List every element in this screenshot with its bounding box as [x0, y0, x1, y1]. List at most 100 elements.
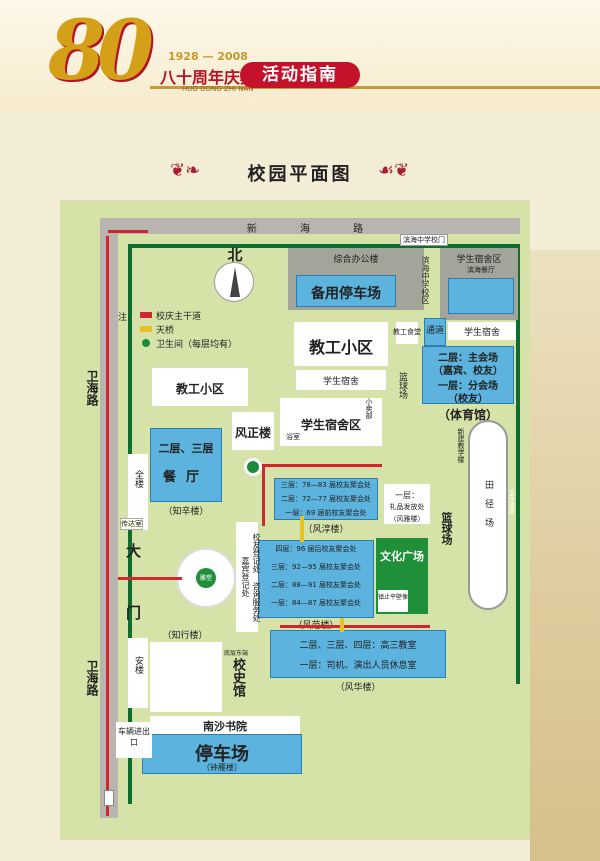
- student-dorm-area: [280, 398, 382, 446]
- middle-school-label: 滨海中学校区: [421, 256, 430, 304]
- wall-label: 镇止平壁像: [378, 594, 409, 601]
- canteen-floors-label: 二层、三层: [158, 442, 214, 455]
- fengzheng-label: 风正楼: [234, 426, 271, 440]
- pinyin-label: HUO DONG ZHI NAN: [182, 85, 254, 93]
- fengfan-building: [258, 540, 374, 618]
- sculpture-icon: [196, 568, 216, 588]
- fengzheng-building: [232, 412, 274, 450]
- binhai-canteen: [448, 278, 514, 314]
- backup-parking-label: 备用停车场: [311, 286, 381, 302]
- main-road-arrow-south: [280, 625, 430, 628]
- history-label: 校史馆: [230, 658, 245, 697]
- left-road-label-2: 卫海路: [85, 660, 99, 696]
- fenghua-label: （风华楼）: [335, 683, 381, 693]
- history-top-label: 底层东端: [224, 650, 249, 657]
- vehicle-icon: [104, 790, 114, 806]
- staff-canteen-label: 教工食堂: [393, 328, 421, 336]
- zhixing-building: [150, 642, 222, 712]
- track-field: [468, 420, 508, 610]
- main-road-arrow-gate: [118, 577, 182, 580]
- fenghua-floor-upper: 二层、三层、四层：高三教室: [299, 641, 417, 651]
- binhai-canteen-label: 滨海餐厅: [467, 266, 495, 274]
- fengchun-floor-1: 一层：69 届前校友聚会处: [285, 509, 367, 517]
- legend-overpass: 天桥: [156, 326, 175, 336]
- boundary-right: [516, 244, 520, 684]
- gym-building: [422, 346, 514, 404]
- new-building-label: 新建教学楼: [457, 428, 465, 463]
- canteen-label: 餐厅: [162, 470, 209, 485]
- vehicle-gate-block: [116, 722, 152, 758]
- gift-building: [384, 484, 430, 524]
- fengchun-building: [274, 478, 378, 520]
- backup-parking: [296, 275, 396, 307]
- parking-lot: [142, 734, 302, 774]
- student-dorm-area-label: 学生宿舍区: [300, 418, 361, 432]
- dorm-top-right-label: 学生宿舍区: [456, 255, 502, 265]
- fengchun-label: （风淳楼）: [303, 525, 349, 535]
- gym-sub-label: 一层：分会场: [438, 381, 498, 392]
- gym-main-sub-label: （嘉宾、校友）: [433, 366, 503, 377]
- years-label: 1928 — 2008: [168, 50, 248, 63]
- fengfan-floor-2: 二层：88—91 届校友聚会处: [270, 581, 362, 589]
- legend-prefix: 注:: [118, 313, 131, 323]
- main-road-arrow-top: [108, 230, 148, 233]
- staff-area-1: [294, 322, 388, 366]
- culture-square-label: 文化广场: [380, 550, 424, 563]
- ornament-left-icon: ❦❧: [170, 160, 201, 181]
- shower-label: 浴室: [286, 433, 300, 441]
- guide-badge: 活动指南: [240, 62, 360, 88]
- an-lou-block: [128, 638, 148, 708]
- student-dorm-right: [448, 322, 516, 340]
- nansha-label: 南沙书院: [203, 720, 247, 733]
- passage: [424, 318, 446, 346]
- fengchun-floor-2: 二层：72—77 届校友聚会处: [280, 495, 372, 503]
- main-road-arrow-north: [262, 466, 265, 526]
- left-road: [100, 218, 118, 818]
- top-road: [100, 218, 520, 234]
- student-dorm-right-label: 学生宿舍: [463, 328, 500, 338]
- ornament-right-icon: ☙❦: [378, 160, 410, 181]
- gym-main-label: 二层：主会场: [438, 353, 498, 364]
- overpass-2: [340, 618, 344, 632]
- main-road-arrow-east: [262, 464, 382, 467]
- staff-canteen: [396, 322, 418, 344]
- banner-divider: [150, 86, 600, 89]
- right-label: 室外通道: [507, 490, 514, 514]
- gift-label-1: 一层：: [395, 491, 419, 500]
- gym-sub-sub-label: （校友）: [448, 394, 488, 405]
- top-road-label: 新 海 路: [246, 224, 384, 235]
- fenghua-building: [270, 630, 446, 678]
- student-dorm: [296, 370, 386, 390]
- nansha-block: [150, 716, 300, 734]
- fengfan-floor-3: 三层：92—95 届校友聚会处: [270, 563, 362, 571]
- center-circle-label: 雕塑: [199, 575, 212, 582]
- lower-building-label: （钟雁楼）: [202, 763, 242, 772]
- quan-lou-block: [128, 454, 148, 530]
- parking-label: 停车场: [195, 744, 249, 765]
- staff-area-1-label: 教工小区: [308, 338, 373, 357]
- legend-restroom: 卫生间（每层均有）: [156, 340, 238, 350]
- zhixin-label: （知辛楼）: [163, 507, 209, 517]
- main-road-arrow-west: [106, 236, 109, 816]
- basketball-2-label: 篮球场: [440, 512, 453, 545]
- quan-lou-label: 全楼: [133, 470, 143, 488]
- gym-label: （体育馆）: [437, 408, 498, 422]
- staff-area-2-label: 教工小区: [175, 382, 224, 396]
- registration-label: 校友登记处 咨询服务处 嘉宾登记处: [241, 532, 261, 622]
- vehicle-gate-label: 车辆进出口: [118, 727, 150, 747]
- canteen-building: [150, 428, 222, 502]
- an-lou-label: 安楼: [133, 656, 143, 674]
- compass-icon: [214, 262, 254, 302]
- fengfan-floor-1: 一层：84—87 届校友聚会处: [270, 599, 362, 607]
- legend-overpass-swatch: [140, 326, 152, 332]
- gift-building-label: （风雅楼）: [389, 515, 425, 523]
- track-label: 田 径 场: [483, 480, 493, 527]
- gate-big-label: 大: [126, 542, 142, 560]
- left-road-label-1: 卫海路: [85, 370, 99, 406]
- staff-area-2: [152, 368, 248, 406]
- passage-label: 通道: [425, 326, 444, 336]
- middle-gate-label: 滨海中学校门: [400, 234, 448, 246]
- anniversary-logo: 80: [48, 3, 154, 99]
- legend-main-road-swatch: [140, 312, 152, 318]
- gift-label-2: 礼品发放处: [389, 503, 425, 511]
